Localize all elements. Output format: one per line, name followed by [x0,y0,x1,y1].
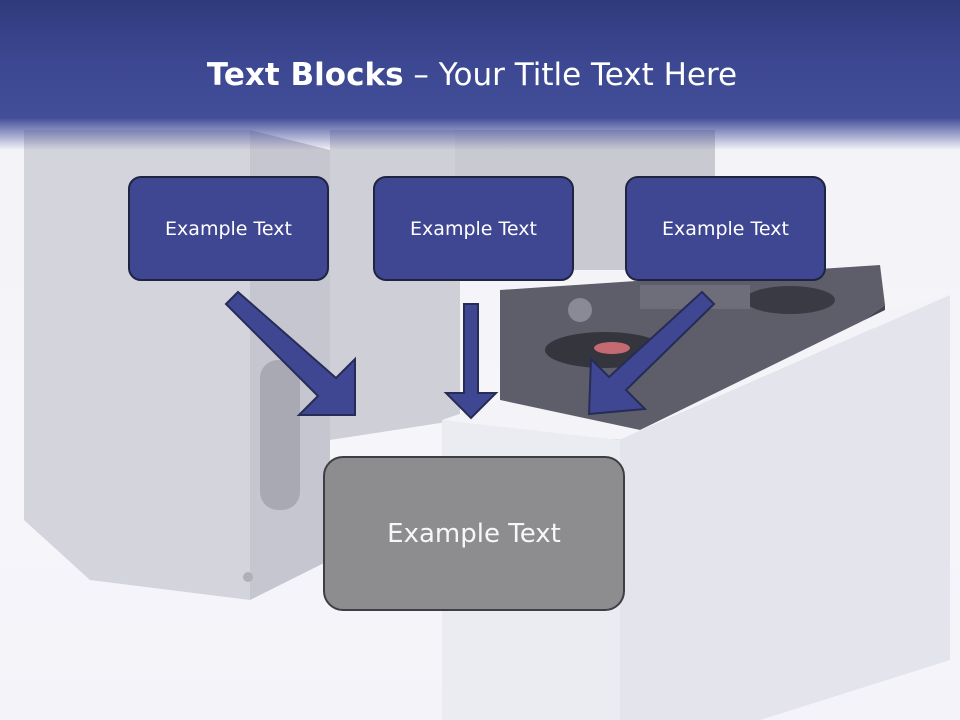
page-title: Text Blocks – Your Title Text Here [0,55,944,95]
text-block-top-center: Example Text [373,176,574,281]
text-block-label: Example Text [387,518,561,549]
text-block-top-left: Example Text [128,176,329,281]
text-block-label: Example Text [410,217,537,240]
title-separator: – [403,57,439,93]
text-block-label: Example Text [662,217,789,240]
title-bold: Text Blocks [206,57,404,93]
text-block-top-right: Example Text [625,176,826,281]
title-band [0,0,960,150]
title-rest: Your Title Text Here [438,57,738,93]
text-block-bottom: Example Text [323,456,625,611]
text-block-label: Example Text [165,217,292,240]
